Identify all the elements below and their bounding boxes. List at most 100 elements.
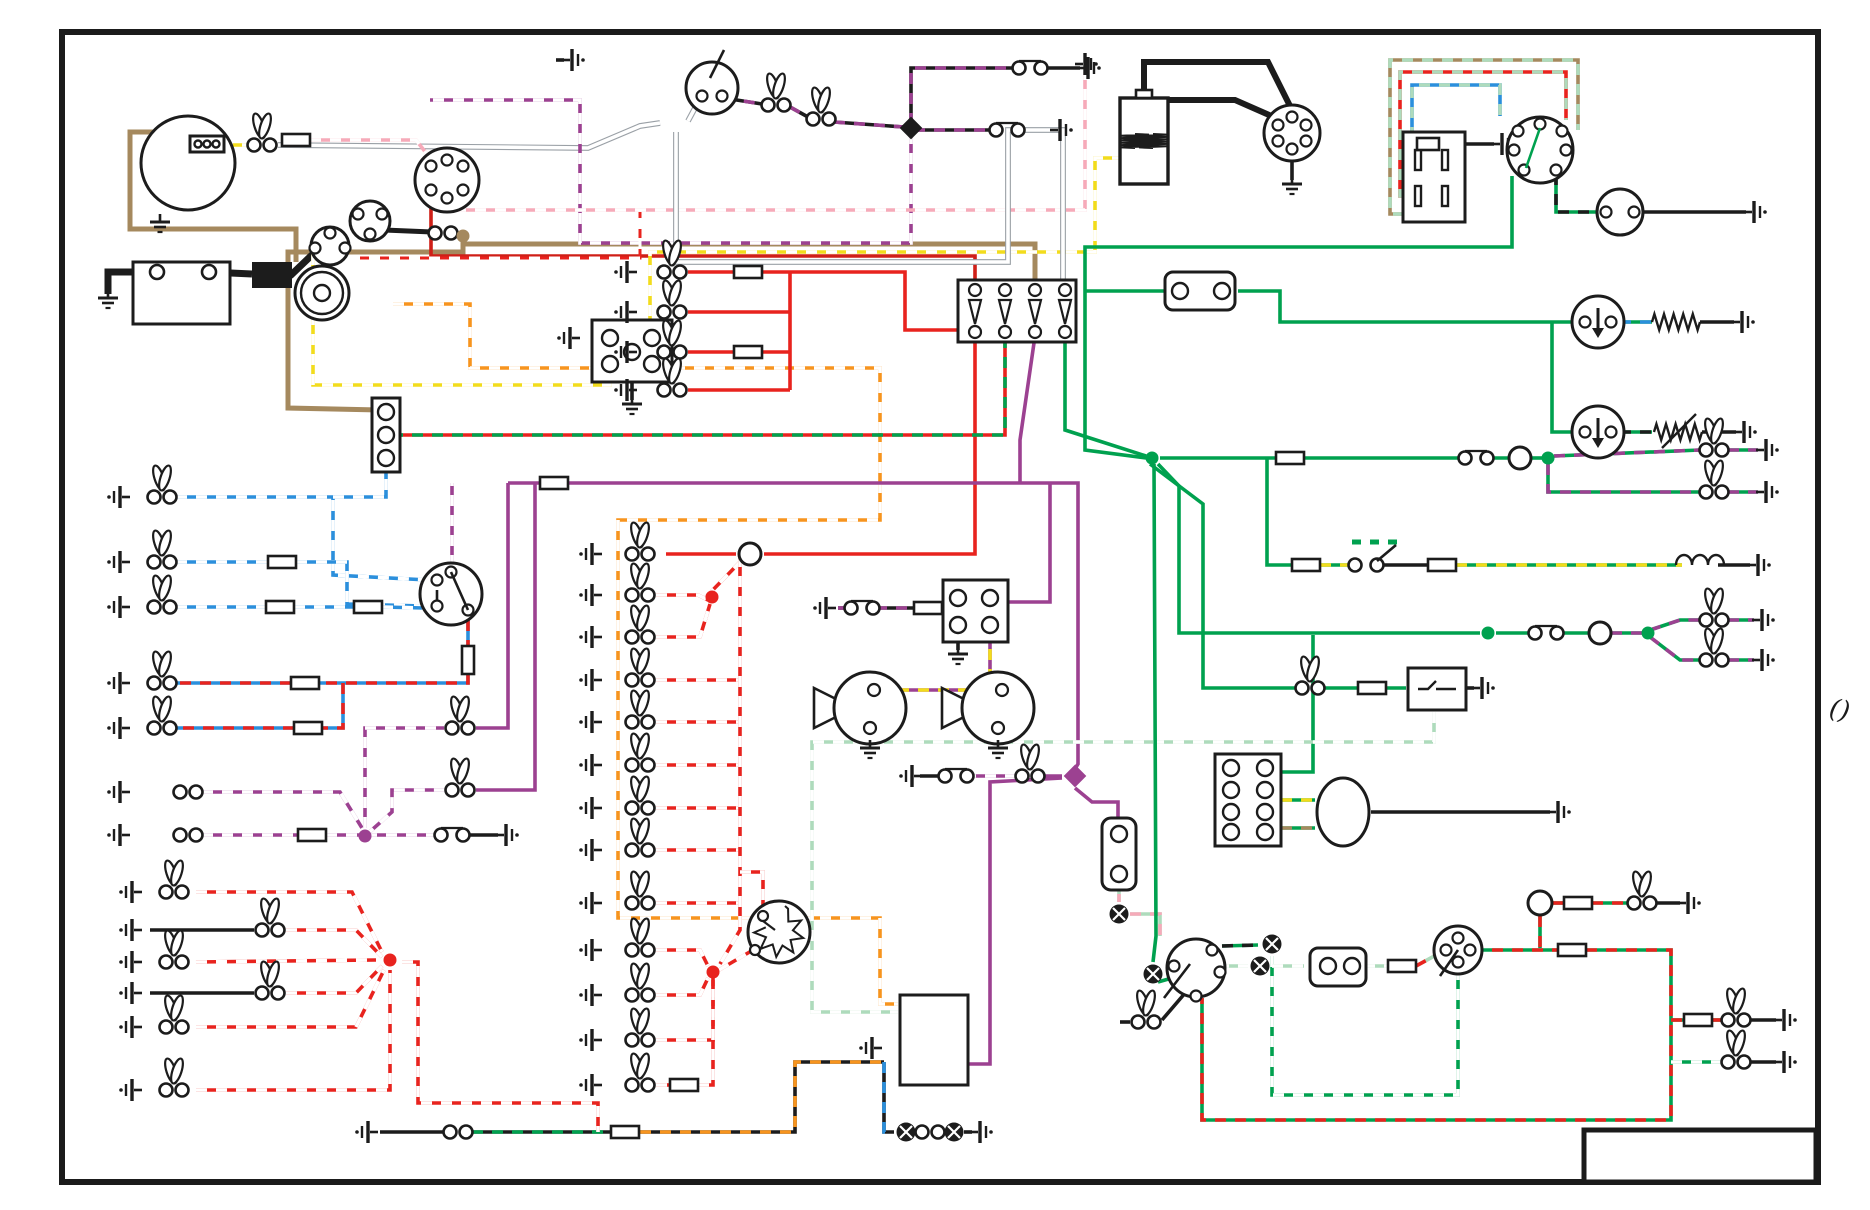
wire-tracer <box>430 98 913 245</box>
bulb-connector <box>444 757 476 798</box>
ground-terminal <box>1472 677 1495 699</box>
wire-tracer <box>363 726 444 828</box>
wire-tracer <box>310 138 432 160</box>
ground-terminal <box>107 717 130 739</box>
bulb-connector <box>1720 1029 1752 1070</box>
ground-terminal <box>107 672 130 694</box>
ground-terminal <box>107 824 130 846</box>
switch <box>843 599 881 616</box>
ground-terminal <box>579 939 602 961</box>
fuel-pump <box>1100 816 1138 892</box>
horn <box>940 670 1036 746</box>
bulb-connector <box>624 870 656 911</box>
ground-terminal <box>614 261 637 283</box>
fuse <box>1274 450 1306 466</box>
cutout-relay <box>348 199 392 243</box>
warning-lamp <box>1143 964 1163 984</box>
bulb-connector <box>624 917 656 958</box>
wire-tracer <box>1554 174 1598 214</box>
earth-ground <box>1282 176 1302 196</box>
bulb-connector <box>1698 627 1730 668</box>
bulb-connector <box>624 521 656 562</box>
bulb-connector <box>624 1007 656 1048</box>
ground-terminal <box>119 951 142 973</box>
starter-motor <box>293 264 351 322</box>
wire <box>1141 59 1293 108</box>
ground-terminal <box>614 301 637 323</box>
fuse <box>609 1124 641 1140</box>
bulb-connector <box>624 647 656 688</box>
ground-terminal <box>859 1037 882 1059</box>
wire <box>285 236 466 413</box>
earth-ground <box>948 646 968 666</box>
ground-terminal <box>579 984 602 1006</box>
ground-terminal <box>579 754 602 776</box>
ground-terminal <box>496 824 519 846</box>
fuse <box>538 475 570 491</box>
bulb-connector <box>1130 989 1162 1030</box>
wire-tracer <box>1398 70 1568 198</box>
wire-tracer <box>1546 464 1700 494</box>
ground-terminal <box>1752 649 1775 671</box>
starter-solenoid <box>308 225 352 267</box>
switch <box>433 826 471 843</box>
fuse <box>1415 136 1441 152</box>
ground-terminal <box>1078 57 1101 79</box>
starter-junction <box>252 262 292 288</box>
wire-tracer <box>656 603 712 639</box>
connector-block <box>370 396 402 474</box>
wire-tracer <box>296 560 425 608</box>
ground-terminal <box>579 669 602 691</box>
ground-terminal <box>1774 1009 1797 1031</box>
wire <box>790 270 958 332</box>
bulb-connector <box>158 929 190 970</box>
bulb-connector <box>1698 587 1730 628</box>
wire <box>383 227 433 235</box>
wire <box>1083 176 1514 460</box>
warning-lamp <box>1109 904 1129 924</box>
wire <box>833 120 905 129</box>
wire <box>333 464 388 499</box>
earth-ground <box>988 740 1008 760</box>
junction-dot <box>705 590 719 604</box>
title-box <box>1581 1127 1819 1185</box>
switch <box>1457 449 1495 466</box>
junction-dot <box>1641 626 1655 640</box>
wire-tracer <box>393 302 622 370</box>
wire <box>1160 990 1188 1022</box>
ground-terminal <box>813 597 836 619</box>
wire-tracer <box>1221 943 1259 948</box>
wire <box>1073 786 1120 826</box>
earth-ground <box>622 396 642 416</box>
warning-lamp <box>896 1122 916 1142</box>
wire <box>277 121 661 150</box>
wire <box>1151 463 1158 963</box>
wiper-motor <box>898 993 970 1087</box>
fuse <box>289 675 321 691</box>
switch <box>1011 59 1049 76</box>
bulb-connector <box>624 732 656 773</box>
bulb-connector <box>1698 459 1730 500</box>
fuse <box>280 132 312 148</box>
flasher-unit <box>1570 294 1626 350</box>
ground-terminal <box>579 626 602 648</box>
bulb-connector <box>760 72 792 113</box>
ground-terminal <box>1756 481 1779 503</box>
horn-relay <box>1163 270 1237 312</box>
resistor <box>1652 413 1704 449</box>
ground-terminal <box>614 341 637 363</box>
switch <box>988 121 1026 138</box>
bulb-connector <box>444 695 476 736</box>
junction-dot <box>1541 451 1555 465</box>
junction-dot <box>1481 626 1495 640</box>
bulb-connector <box>624 775 656 816</box>
ground-terminal <box>1748 554 1771 576</box>
thermal-switch <box>1406 666 1468 712</box>
ignition-switch <box>684 49 740 116</box>
fuse <box>1426 557 1458 573</box>
earth-ground <box>150 214 170 234</box>
earth-ground <box>98 290 118 310</box>
earth-ground <box>860 740 880 760</box>
round-component <box>737 541 763 567</box>
